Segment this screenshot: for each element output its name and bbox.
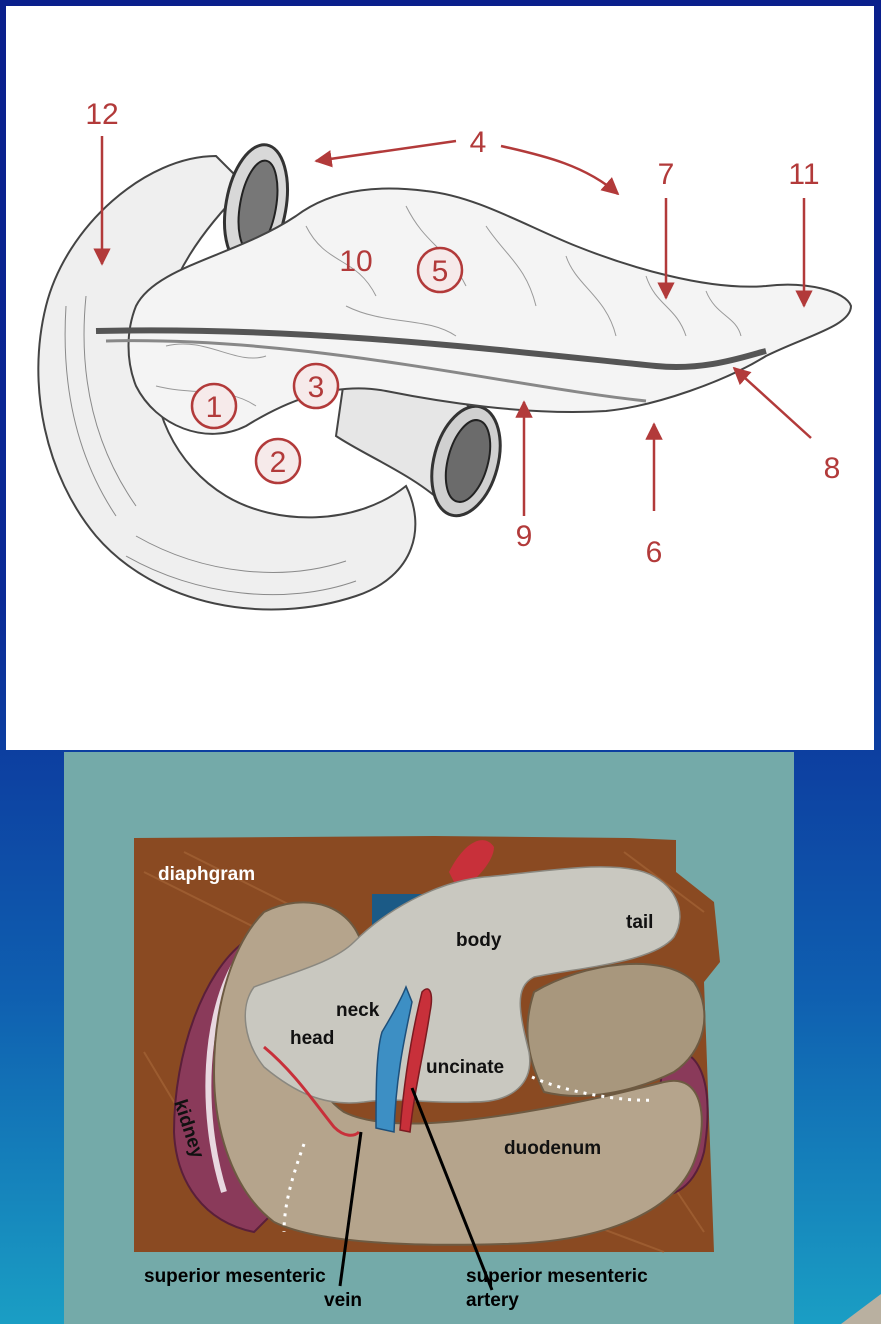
superior-mesenteric-vein bbox=[375, 984, 413, 1133]
label-neck: neck bbox=[336, 1000, 380, 1021]
slide-corner-decoration bbox=[841, 1294, 881, 1324]
pointer-sma bbox=[410, 1087, 494, 1291]
pancreas-lower-border bbox=[95, 327, 767, 370]
arrow-4-left bbox=[314, 139, 457, 168]
pointer-smv bbox=[338, 1131, 363, 1287]
circle-label-5: 5 bbox=[416, 246, 464, 294]
dotted-line-left bbox=[282, 1143, 306, 1233]
arrow-4-right bbox=[500, 144, 620, 196]
label-9: 9 bbox=[516, 520, 533, 553]
label-12: 12 bbox=[85, 98, 118, 131]
svg-text:3: 3 bbox=[308, 371, 325, 404]
caption-smv-line1: superior mesenteric bbox=[144, 1266, 326, 1287]
svg-text:2: 2 bbox=[270, 446, 287, 479]
label-10: 10 bbox=[339, 245, 372, 278]
pancreas-colour-illustration: diaphgram body tail neck head uncinate d… bbox=[134, 836, 720, 1311]
label-duodenum: duodenum bbox=[504, 1138, 601, 1159]
pancreas-lobules bbox=[155, 205, 742, 407]
label-8: 8 bbox=[824, 452, 841, 485]
pancreas-photo-panel: diaphgram body tail neck head uncinate d… bbox=[64, 752, 794, 1324]
caption-smv-line2: vein bbox=[324, 1290, 362, 1311]
duodenum-shading bbox=[64, 295, 357, 596]
circle-label-3: 3 bbox=[292, 362, 340, 410]
dotted-line-right bbox=[531, 1075, 655, 1102]
label-7: 7 bbox=[658, 158, 675, 191]
label-6: 6 bbox=[646, 536, 663, 569]
red-vessel-top bbox=[449, 840, 494, 892]
svg-text:1: 1 bbox=[206, 391, 223, 424]
stomach-region bbox=[526, 962, 706, 1097]
label-body: body bbox=[456, 930, 502, 951]
circle-label-1: 1 bbox=[190, 382, 238, 430]
label-diaphragm: diaphgram bbox=[158, 864, 255, 885]
label-uncinate: uncinate bbox=[426, 1057, 504, 1078]
caption-sma-line2: artery bbox=[466, 1290, 519, 1311]
caption-sma-line1: superior mesenteric bbox=[466, 1266, 648, 1287]
label-4: 4 bbox=[470, 126, 487, 159]
circle-label-2: 2 bbox=[254, 437, 302, 485]
label-11: 11 bbox=[788, 158, 819, 191]
pancreas-line-drawing-panel: 1 2 3 5 10 12 4 7 11 8 9 bbox=[6, 6, 874, 750]
pancreas-region bbox=[244, 866, 681, 1104]
label-tail: tail bbox=[626, 912, 653, 933]
arrow-8 bbox=[732, 366, 812, 439]
svg-text:5: 5 bbox=[432, 255, 449, 288]
pancreas-line-drawing: 1 2 3 5 10 12 4 7 11 8 9 bbox=[37, 98, 853, 611]
label-head: head bbox=[290, 1028, 334, 1049]
